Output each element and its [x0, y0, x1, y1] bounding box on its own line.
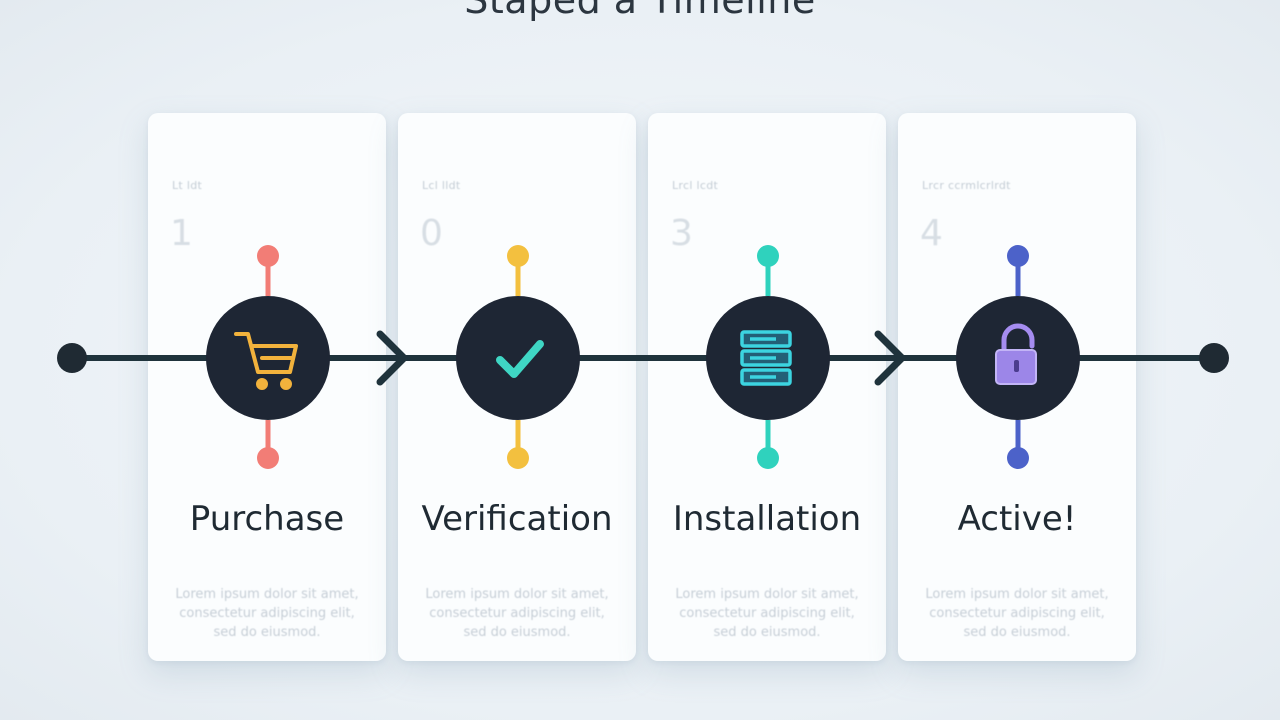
shopping-cart-icon	[234, 332, 298, 390]
timeline-start-dot	[57, 343, 87, 373]
card-number: 0	[420, 213, 443, 254]
step-node-purchase	[206, 245, 330, 469]
card-number: 4	[920, 213, 943, 254]
card-small-label: Lcl lldt	[422, 179, 461, 192]
accent-dot	[757, 447, 779, 469]
card-title: Purchase	[189, 499, 345, 539]
chevron-right-icon	[874, 330, 906, 386]
accent-dot	[757, 245, 779, 267]
card-description: Lorem ipsum dolor sit amet, consectetur …	[175, 587, 359, 640]
step-node-installation	[706, 245, 830, 469]
card-small-label: Lrcl lcdt	[672, 179, 719, 192]
step-node-verification	[456, 245, 580, 469]
card-description: Lorem ipsum dolor sit amet, consectetur …	[425, 587, 609, 640]
card-small-label: Lrcr ccrmlcrlrdt	[922, 179, 1011, 192]
accent-dot	[257, 447, 279, 469]
chevron-right-icon	[376, 330, 408, 386]
card-description: Lorem ipsum dolor sit amet, consectetur …	[925, 587, 1109, 640]
accent-dot	[1007, 245, 1029, 267]
page-title: Staped a Timeline	[464, 0, 816, 22]
accent-dot	[1007, 447, 1029, 469]
card-title: Installation	[672, 499, 862, 539]
card-description: Lorem ipsum dolor sit amet, consectetur …	[675, 587, 859, 640]
card-title: Verification	[421, 499, 613, 539]
step-node-circle	[456, 296, 580, 420]
accent-dot	[507, 447, 529, 469]
step-node-active	[956, 245, 1080, 469]
server-stack-icon	[740, 330, 792, 386]
card-title: Active!	[957, 499, 1077, 539]
timeline-end-dot	[1199, 343, 1229, 373]
accent-dot	[507, 245, 529, 267]
unlocked-padlock-icon	[995, 323, 1037, 385]
accent-dot	[257, 245, 279, 267]
card-small-label: Lt ldt	[172, 179, 203, 192]
checkmark-icon	[496, 340, 544, 378]
card-number: 3	[670, 213, 693, 254]
card-number: 1	[170, 213, 193, 254]
